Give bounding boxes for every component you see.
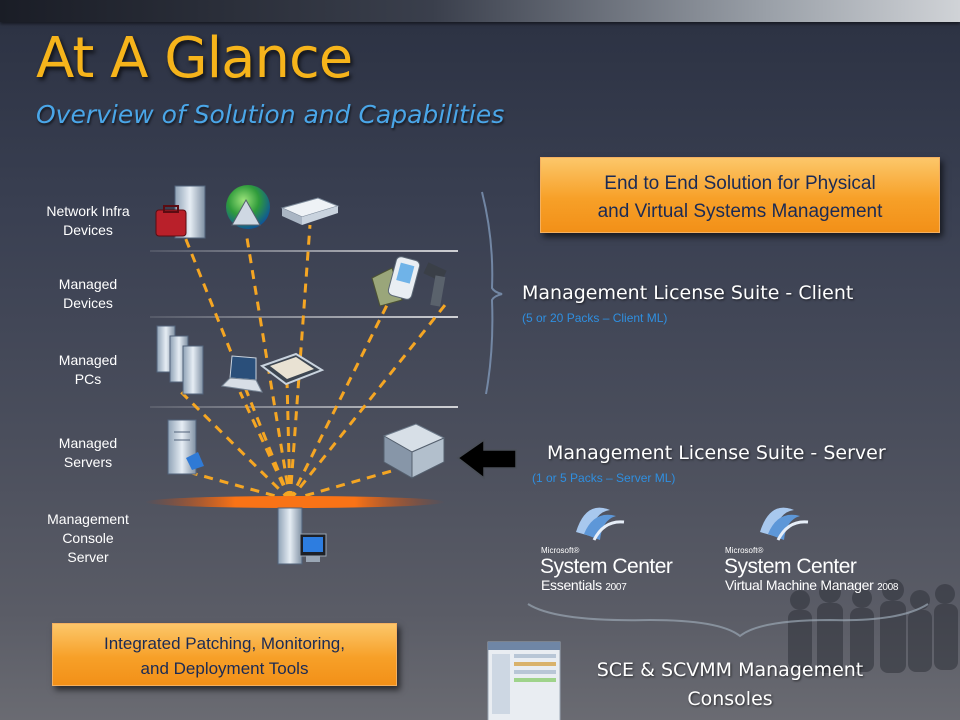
server-toolbox-icon <box>155 185 206 239</box>
product-name-vmm: Virtual Machine Manager 2008 <box>725 577 899 593</box>
callout-integrated-tools: Integrated Patching, Monitoring, and Dep… <box>52 623 397 686</box>
product-brand: System Center <box>540 555 673 578</box>
handheld-scanner-icon <box>423 262 447 307</box>
server-tower-icon <box>167 419 204 475</box>
product-brand: System Center <box>724 555 857 578</box>
page-subtitle: Overview of Solution and Capabilities <box>36 100 505 129</box>
rack-server-icon <box>382 423 446 479</box>
console-glow-bar <box>145 496 445 508</box>
pc-tower-cluster-icon <box>156 325 204 395</box>
tablet-pc-icon <box>259 352 325 386</box>
top-bar <box>0 0 960 22</box>
row-separator <box>150 406 458 408</box>
row-separator <box>150 250 458 252</box>
globe-router-icon <box>226 185 270 229</box>
system-center-logo-icon <box>760 507 809 541</box>
vendor-label: Microsoft® <box>541 546 580 555</box>
arrow-left-icon <box>456 438 517 480</box>
client-suite-title: Management License Suite - Client <box>522 282 854 304</box>
bottom-brace <box>527 603 929 638</box>
callout-end-to-end: End to End Solution for Physical and Vir… <box>540 157 940 233</box>
console-server-icon <box>277 507 327 565</box>
product-name-essentials: Essentials 2007 <box>541 577 627 593</box>
system-center-logo-icon <box>576 507 625 541</box>
pda-phone-icon <box>371 256 421 307</box>
page-title: At A Glance <box>36 26 353 91</box>
console-screenshot-icon <box>487 641 561 720</box>
vendor-label: Microsoft® <box>725 546 764 555</box>
server-suite-title: Management License Suite - Server <box>547 442 886 464</box>
client-suite-sub: (5 or 20 Packs – Client ML) <box>522 311 668 325</box>
brace-bracket <box>481 191 503 395</box>
server-suite-sub: (1 or 5 Packs – Server ML) <box>532 471 676 485</box>
consoles-label: SCE & SCVMM Management Consoles <box>596 659 864 710</box>
network-switch-icon <box>280 197 340 225</box>
laptop-icon <box>220 355 263 393</box>
